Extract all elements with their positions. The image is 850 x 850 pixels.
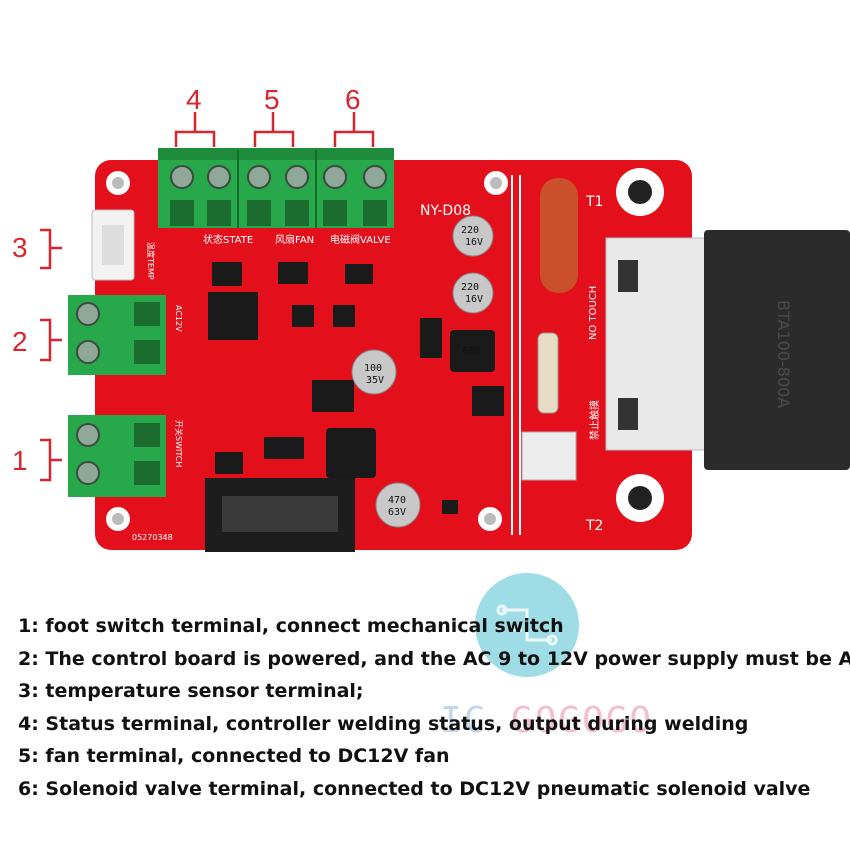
top-terminal-blocks [158,148,394,228]
power-resistor [537,332,559,414]
callout-brackets-top [40,112,375,482]
description-4: 4: Status terminal, controller welding s… [18,712,749,735]
capacitors: 220 16V 220 16V 100 35V 470 63V 680 [351,215,494,528]
description-5: 5: fan terminal, connected to DC12V fan [18,745,450,768]
board-model: NY-D08 [420,203,471,219]
label-fan: 风扇FAN [275,233,314,246]
triac-label: BTA100-800A [774,300,793,408]
control-board-photo: 220 16V 220 16V 100 35V 470 63V 680 BTA1… [40,112,850,552]
watermark: IC GOGOGO [440,700,653,741]
cap2-label-b: 16V [465,294,483,305]
callout-5: 5 [264,84,280,115]
label-ac12v: AC12V [174,305,183,332]
cap4-label-a: 470 [388,495,406,506]
callout-4: 4 [186,84,202,115]
callout-6: 6 [345,84,361,115]
watermark-gogogo: GOGOGO [511,700,654,741]
description-3: 3: temperature sensor terminal; [18,680,364,703]
label-t2: T2 [585,518,603,534]
mounting-holes [106,168,664,531]
callout-2: 2 [12,326,28,357]
cap2-label-a: 220 [461,282,479,293]
callout-3: 3 [12,232,28,263]
components [208,262,504,514]
label-valve: 电磁阀VALVE [330,233,391,246]
inductor-label: 680 [462,346,480,357]
label-temp: 温度TEMP [146,242,156,280]
cap3-label-a: 100 [364,363,382,374]
description-1: 1: foot switch terminal, connect mechani… [18,615,564,637]
watermark-ic: IC [440,700,488,741]
cap4-label-b: 63V [388,507,406,518]
description-2: 2: The control board is powered, and the… [18,647,850,670]
triac-module [704,230,850,470]
label-switch: 开关SWITCH [174,420,184,467]
left-terminal-blocks [68,295,166,497]
optocoupler [521,431,577,481]
callout-1: 1 [12,445,28,476]
watermark-logo [475,573,579,677]
label-no-touch-cn: 禁止触摸 [588,400,601,440]
terminal-descriptions: 1: foot switch terminal, connect mechani… [18,610,850,806]
description-6: 6: Solenoid valve terminal, connected to… [18,777,811,800]
label-no-touch: NO TOUCH [588,286,599,340]
cap1-label-b: 16V [465,237,483,248]
film-capacitor [540,178,578,293]
cap3-label-b: 35V [366,375,384,386]
label-state: 状态STATE [203,233,253,246]
cap1-label-a: 220 [461,225,479,236]
board-serial: 05270348 [132,533,173,542]
label-t1: T1 [585,194,603,210]
